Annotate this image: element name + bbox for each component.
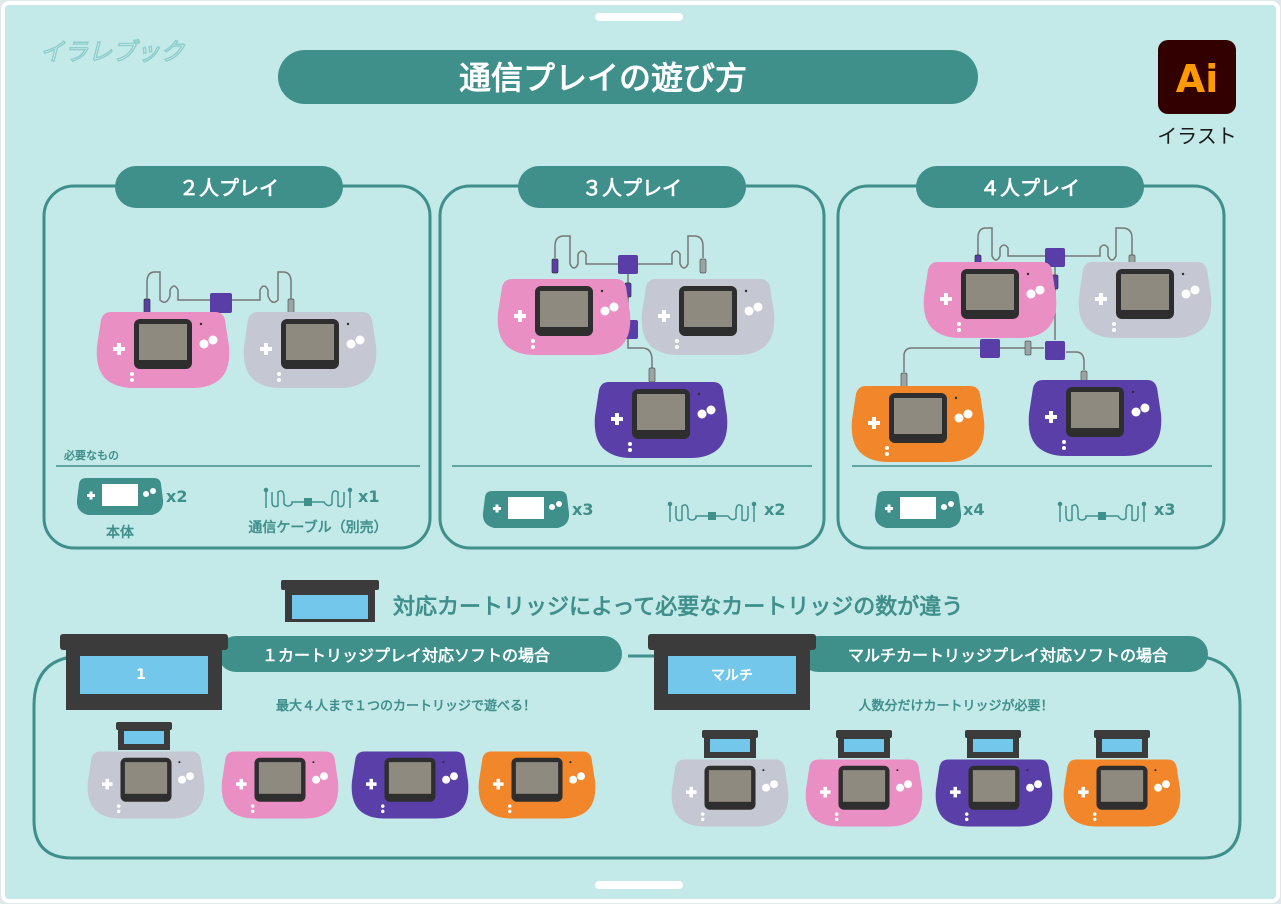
cable-hub <box>1045 248 1065 267</box>
link-cable <box>146 271 292 303</box>
single-cartridge-mode: １カートリッジプレイ対応ソフトの場合 1 最大４人まで１つのカートリッジで遊べる… <box>60 634 622 819</box>
mode-title-pill <box>218 636 622 672</box>
console-silver <box>87 751 205 819</box>
console-orange <box>478 751 596 819</box>
panel-four-player: ４人プレイ x4 <box>836 166 1226 550</box>
console-pink <box>497 279 631 355</box>
mini-console-icon <box>482 491 570 528</box>
ai-logo-text: Ai <box>1176 57 1218 101</box>
console-purple <box>351 751 469 819</box>
page-title: 通信プレイの遊び方 <box>459 59 747 97</box>
cable-count: x3 <box>1154 500 1175 519</box>
ai-app-icon <box>1158 40 1236 114</box>
small-cartridge <box>965 730 1021 758</box>
panel-label: ２人プレイ <box>179 176 279 200</box>
panel-label: ４人プレイ <box>980 176 1080 200</box>
title-banner <box>278 50 978 104</box>
link-cable <box>554 235 704 368</box>
cartridge-heading: 対応カートリッジによって必要なカートリッジの数が違う <box>393 594 963 620</box>
multi-cartridge-mode: マルチカートリッジプレイ対応ソフトの場合 マルチ 人数分だけカートリッジが必要！ <box>648 634 1208 827</box>
console-count: x2 <box>166 487 187 506</box>
cable-count: x2 <box>764 500 785 519</box>
console-silver <box>671 759 789 827</box>
ai-label: イラスト <box>1157 124 1237 148</box>
console-pink <box>96 312 230 388</box>
cable-plug <box>648 367 656 383</box>
cable-hub <box>618 255 638 274</box>
console-orange <box>851 386 985 462</box>
console-purple <box>935 759 1053 827</box>
cable-plug <box>900 372 908 388</box>
mini-console-icon <box>874 491 962 528</box>
mode-description: 人数分だけカートリッジが必要！ <box>858 698 1053 714</box>
cable-label: 通信ケーブル（別売） <box>248 519 387 536</box>
cable-plug <box>143 298 151 314</box>
mode-description: 最大４人まで１つのカートリッジで遊べる！ <box>276 698 536 714</box>
bottom-notch <box>595 881 683 889</box>
small-cartridge <box>836 730 892 758</box>
cable-plug <box>1024 340 1032 356</box>
requirements-title: 必要なもの <box>63 448 119 462</box>
cable-plug <box>699 258 707 274</box>
small-cartridge <box>702 730 758 758</box>
mode-title-pill <box>800 636 1208 672</box>
console-silver <box>1078 262 1212 338</box>
console-count: x4 <box>963 500 984 519</box>
brand-logo: イラレブック <box>40 38 186 66</box>
console-pink <box>923 262 1057 338</box>
console-purple <box>594 382 728 458</box>
panel-label-pill <box>115 166 343 208</box>
console-orange <box>1063 759 1181 827</box>
console-purple <box>1028 380 1162 456</box>
console-label: 本体 <box>106 524 135 541</box>
console-silver <box>243 312 377 388</box>
panel-two-player: ２人プレイ 必要なもの x2 本体 x1 通信ケーブル（別売） <box>42 166 432 550</box>
small-cartridge <box>116 722 172 750</box>
cable-count: x1 <box>358 487 379 506</box>
mode-title: マルチカートリッジプレイ対応ソフトの場合 <box>848 646 1169 665</box>
cartridge-heading-row: 対応カートリッジによって必要なカートリッジの数が違う <box>281 580 963 622</box>
mode-title: １カートリッジプレイ対応ソフトの場合 <box>262 646 551 665</box>
cable-hub <box>1045 341 1065 360</box>
panel-three-player: ３人プレイ x3 x2 <box>438 166 826 550</box>
cable-plug <box>287 298 295 314</box>
cable-hub <box>980 339 1000 358</box>
panel-label-pill <box>518 166 746 208</box>
console-pink <box>805 759 923 827</box>
console-pink <box>221 751 339 819</box>
cartridge-label: マルチ <box>711 668 753 684</box>
cable-plug <box>551 258 559 274</box>
console-silver <box>641 279 775 355</box>
small-cartridge <box>1094 730 1150 758</box>
panel-label-pill <box>916 166 1144 208</box>
panel-label: ３人プレイ <box>582 176 682 200</box>
mini-console-icon <box>76 478 164 515</box>
cable-hub <box>210 293 232 313</box>
bottom-section-frame <box>32 654 1242 860</box>
cartridge-label: 1 <box>136 667 146 683</box>
console-count: x3 <box>572 500 593 519</box>
top-notch <box>595 13 683 21</box>
